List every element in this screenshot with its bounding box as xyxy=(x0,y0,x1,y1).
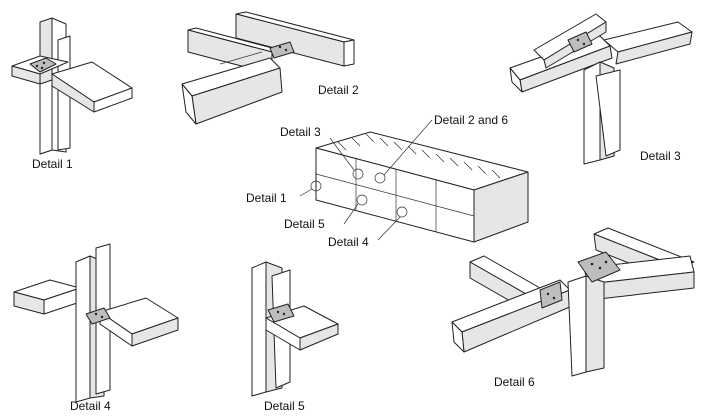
building-overview-drawing xyxy=(299,119,529,243)
callout-detail-4: Detail 4 xyxy=(328,235,369,249)
detail-6-drawing xyxy=(451,227,695,377)
detail-3-drawing xyxy=(509,13,693,165)
detail-4-drawing xyxy=(13,243,179,403)
detail-1-drawing xyxy=(11,17,133,155)
callout-detail-5: Detail 5 xyxy=(284,217,325,231)
detail-2-label: Detail 2 xyxy=(318,83,359,97)
detail-6-label: Detail 6 xyxy=(494,375,535,389)
callout-detail-2-and-6: Detail 2 and 6 xyxy=(434,113,508,127)
callout-detail-1: Detail 1 xyxy=(246,191,287,205)
detail-2-drawing xyxy=(181,11,355,125)
detail-5-drawing xyxy=(251,261,339,397)
detail-5-label: Detail 5 xyxy=(264,399,305,413)
detail-3-label: Detail 3 xyxy=(640,149,681,163)
detail-4-label: Detail 4 xyxy=(70,399,111,413)
detail-1-label: Detail 1 xyxy=(32,157,73,171)
callout-detail-3: Detail 3 xyxy=(280,125,321,139)
